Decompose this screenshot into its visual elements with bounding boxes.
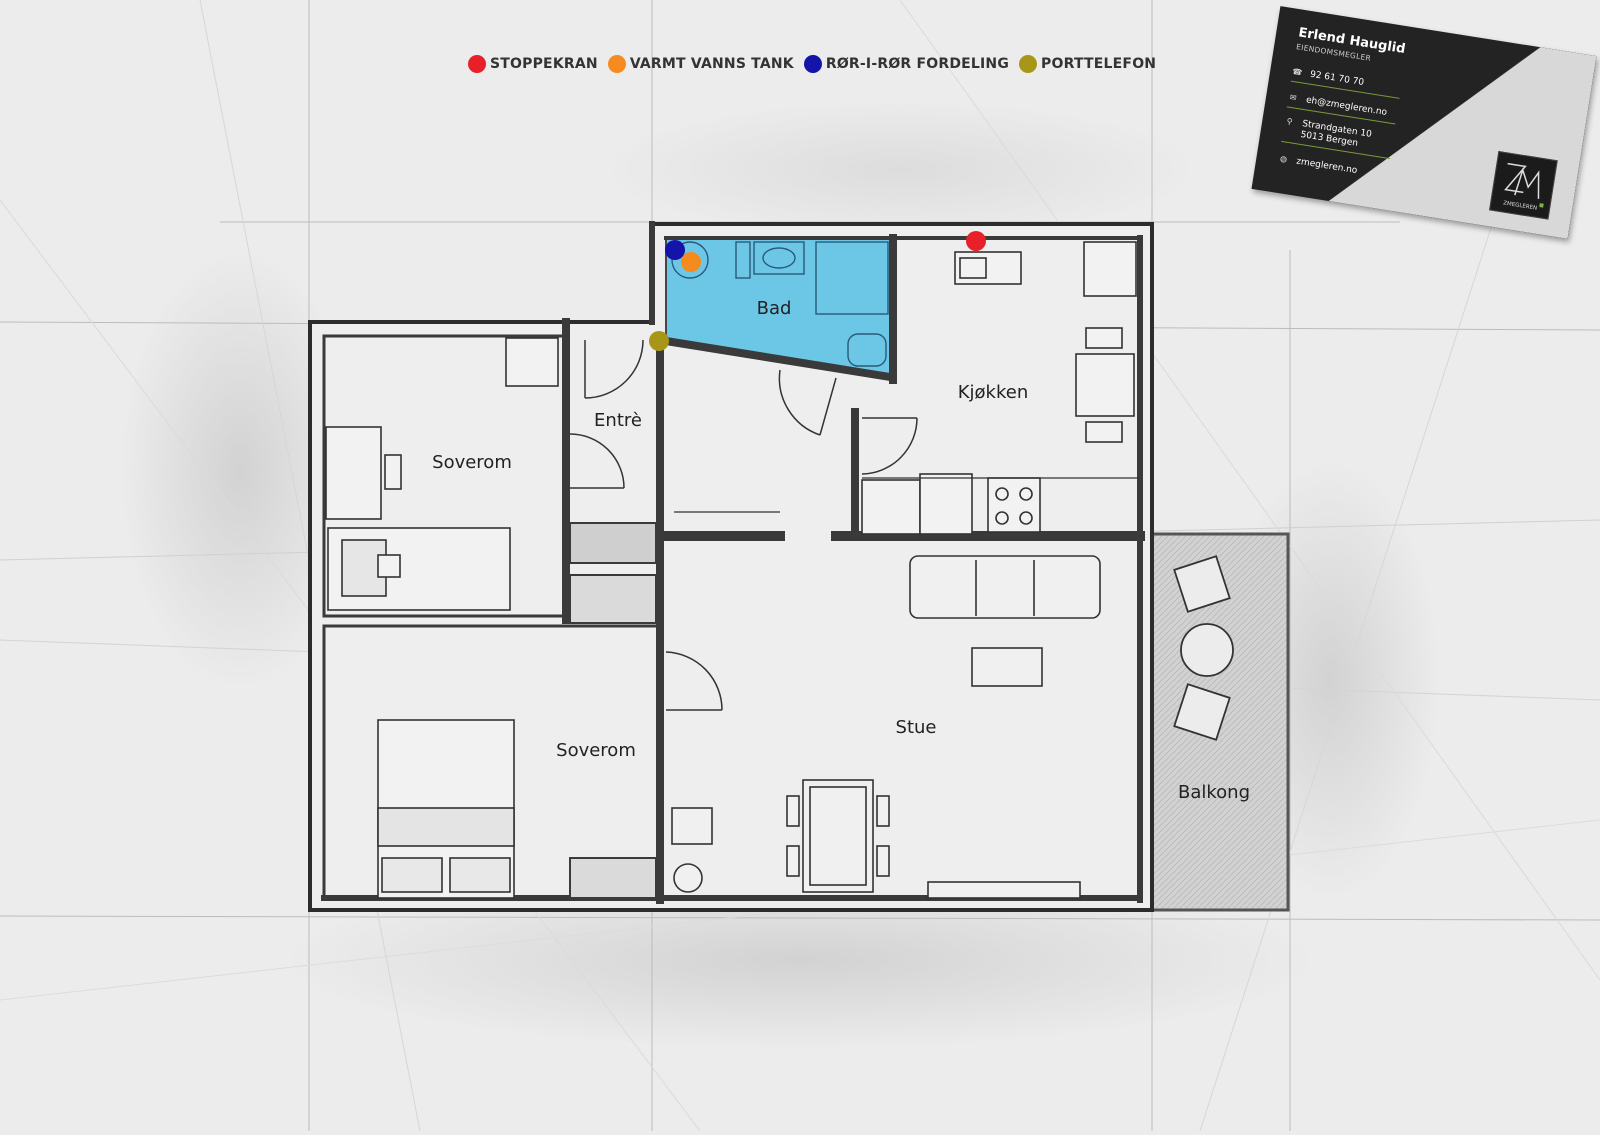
legend-item: RØR-I-RØR FORDELING xyxy=(803,55,1010,73)
marker-porttelefon[interactable] xyxy=(649,331,669,351)
room-label-soverom-1: Soverom xyxy=(432,452,512,473)
marker-ror-i-ror-fordeling[interactable] xyxy=(665,240,685,260)
legend-dot-icon xyxy=(1019,55,1038,73)
zm-logo-icon xyxy=(1504,162,1544,208)
legend-item: PORTTELEFON xyxy=(1019,55,1156,73)
bedroom-2-furniture xyxy=(377,719,515,899)
legend-label: RØR-I-RØR FORDELING xyxy=(825,56,1010,72)
room-labels: Bad Entrè Kjøkken Soverom Soverom Stue B… xyxy=(432,298,1250,803)
phone-icon: ☎ xyxy=(1291,66,1303,78)
legend-label: STOPPEKRAN xyxy=(490,56,598,72)
legend-item: STOPPEKRAN xyxy=(468,55,598,73)
doors xyxy=(569,339,918,711)
marker-varmt-vanns-tank[interactable] xyxy=(681,252,701,272)
room-label-balkong: Balkong xyxy=(1178,782,1250,803)
marker-stoppekran[interactable] xyxy=(966,231,986,251)
bedroom-1-furniture xyxy=(325,337,559,611)
room-label-stue: Stue xyxy=(896,717,937,738)
legend: STOPPEKRAN VARMT VANNS TANK RØR-I-RØR FORD… xyxy=(468,53,1160,75)
legend-label: VARMT VANNS TANK xyxy=(629,56,794,72)
globe-icon: ◍ xyxy=(1279,153,1288,164)
room-label-kjokken: Kjøkken xyxy=(958,382,1029,403)
legend-label: PORTTELEFON xyxy=(1041,56,1157,72)
bathroom-fixtures xyxy=(671,241,889,367)
kitchen-furniture xyxy=(861,241,1140,535)
living-room-furniture xyxy=(671,511,1101,899)
legend-dot-icon xyxy=(468,55,486,73)
location-pin-icon: ⚲ xyxy=(1285,116,1294,127)
markers xyxy=(649,231,986,351)
zmegleren-logo: ZMEGLEREN xyxy=(1489,150,1558,220)
room-label-bad: Bad xyxy=(757,298,792,319)
interior-walls xyxy=(321,221,1145,904)
business-card: Erlend Hauglid EIENDOMSMEGLER ☎ 92 61 70… xyxy=(1251,6,1597,239)
legend-item: VARMT VANNS TANK xyxy=(607,55,794,73)
mail-icon: ✉ xyxy=(1289,92,1298,103)
room-label-entre: Entrè xyxy=(594,410,642,431)
legend-dot-icon xyxy=(803,55,822,73)
room-label-soverom-2: Soverom xyxy=(556,740,636,761)
legend-dot-icon xyxy=(607,55,626,73)
balcony-furniture xyxy=(1173,555,1234,741)
